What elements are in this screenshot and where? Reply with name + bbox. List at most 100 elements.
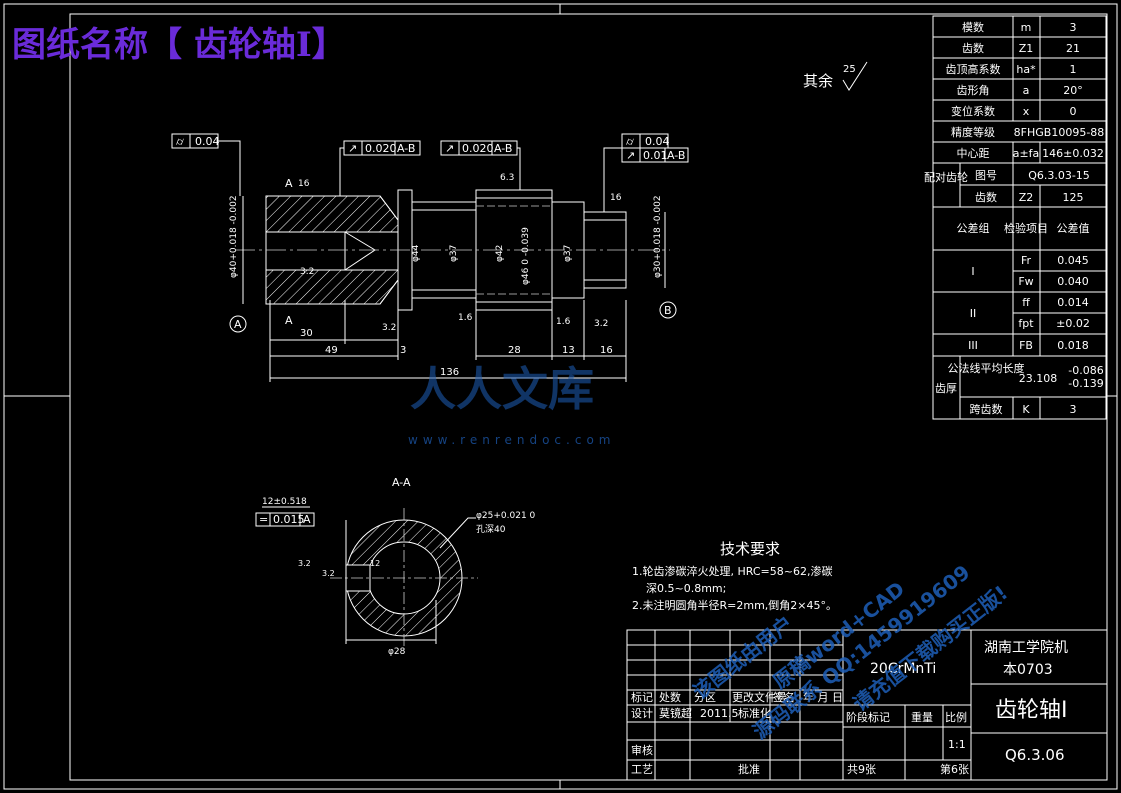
tol-group: II: [970, 307, 977, 320]
approve-label: 批准: [738, 762, 760, 776]
watermark-brand: 人人文库: [410, 362, 594, 416]
roughness-4: 16: [610, 193, 622, 203]
h-doc: 更改文件号: [732, 690, 787, 704]
tech-title: 技术要求: [720, 540, 780, 558]
mating-drawing-no: Q6.3.03-15: [1028, 169, 1090, 182]
tooth-side-label: 齿厚: [935, 382, 957, 395]
tol-value: 0.014: [1057, 296, 1089, 309]
section-mark-top: A: [285, 177, 293, 190]
sym-tol-ref: A: [303, 513, 311, 526]
tech-line-3: 2.未注明圆角半径R=2mm,倒角2×45°。: [632, 598, 837, 612]
dim-d37-left: φ37: [449, 245, 459, 262]
roughness-7: 3.2: [594, 319, 608, 329]
tooth-wk-value: 23.108: [1019, 372, 1058, 385]
param-sym: Z1: [1019, 42, 1034, 55]
tol-item: Fw: [1018, 275, 1033, 288]
tech-line-1: 1.轮齿渗碳淬火处理, HRC=58~62,渗碳: [632, 564, 832, 578]
svg-text:A: A: [234, 318, 242, 331]
bore-dim: φ25+0.021 0: [476, 511, 536, 521]
param-val: 146±0.032: [1042, 147, 1104, 160]
mating-label: 配对齿轮: [924, 170, 968, 184]
svg-text:↗: ↗: [626, 149, 635, 162]
tol-item: ff: [1022, 296, 1030, 309]
leader-3: [517, 147, 521, 190]
svg-text:0.020: 0.020: [462, 142, 494, 155]
sym-tol-value: 0.015: [273, 513, 305, 526]
svg-text:0.020: 0.020: [365, 142, 397, 155]
tech-line-2: 深0.5~0.8mm;: [646, 582, 726, 595]
mating-teeth-label: 齿数: [975, 191, 997, 204]
process-label: 工艺: [631, 763, 653, 776]
roughness-6: 1.6: [556, 317, 571, 327]
param-name: 中心距: [957, 147, 990, 160]
tol-item: fpt: [1018, 317, 1034, 330]
roughness-1: 16: [298, 179, 310, 189]
param-sym: a: [1023, 84, 1030, 97]
tooth-k-val: 3: [1070, 403, 1077, 416]
tol-frame-4: ⌭ 0.04: [621, 133, 670, 149]
section-mark-bottom: A: [285, 314, 293, 327]
tol-col-item: 检验项目: [1004, 221, 1048, 235]
leader-1: [218, 140, 241, 196]
param-val: 1: [1070, 63, 1077, 76]
dim-d37-right: φ37: [563, 245, 573, 262]
mating-teeth-val: 125: [1063, 191, 1084, 204]
param-name: 模数: [962, 21, 984, 34]
svg-text:0.04: 0.04: [645, 135, 670, 148]
design-label: 设计: [631, 707, 653, 720]
design-date: 2011.5: [700, 707, 739, 720]
tol-value: 0.045: [1057, 254, 1089, 267]
dim-d30: φ30+0.018 -0.002: [653, 195, 663, 278]
param-sym: x: [1023, 105, 1030, 118]
section-title: A-A: [392, 476, 411, 489]
watermark: 人人文库 www.renrendoc.com 该图纸由用户 原稿word+CAD…: [408, 362, 1012, 744]
param-val: 8FHGB10095-88: [1014, 126, 1105, 139]
tol-frame-1: ⌭ 0.04: [171, 133, 220, 149]
tol-value: 0.018: [1057, 339, 1089, 352]
tooth-k-sym: K: [1022, 403, 1030, 416]
tol-col-value: 公差值: [1057, 221, 1090, 235]
tol-value: ±0.02: [1056, 317, 1090, 330]
shaft-main-view: [235, 189, 670, 311]
dim-16: 16: [600, 345, 613, 356]
dim-13: 13: [562, 345, 575, 356]
weight-label: 重量: [911, 710, 933, 724]
h-sign: 签名: [773, 690, 795, 704]
svg-text:A-B: A-B: [397, 142, 415, 155]
h-zone: 分区: [694, 691, 716, 704]
material: 20CrMnTi: [870, 661, 936, 677]
designer: 莫镜超: [659, 706, 692, 720]
tol-frame-2: ↗ 0.020 A-B: [343, 140, 421, 156]
section-roughness-2: 3.2: [322, 569, 335, 578]
param-val: 3: [1070, 21, 1077, 34]
tooth-wk-tol-upper: -0.086: [1068, 364, 1103, 377]
roughness-note-label: 其余: [803, 72, 833, 90]
sym-tol-frame: [255, 512, 315, 527]
datum-b: [659, 301, 677, 319]
drawing-code: Q6.3.06: [1005, 746, 1065, 764]
svg-text:A-B: A-B: [667, 149, 685, 162]
title-block: [626, 629, 1108, 781]
tooth-wk-tol-lower: -0.139: [1068, 377, 1103, 390]
svg-text:⌭: ⌭: [176, 135, 184, 148]
tooth-k-label: 跨齿数: [970, 403, 1003, 416]
scale: 1:1: [948, 738, 966, 751]
svg-text:=: =: [259, 513, 268, 526]
tol-frame-3: ↗ 0.020 A-B: [440, 140, 518, 156]
bore-note: 孔深40: [476, 524, 506, 535]
svg-text:↗: ↗: [348, 142, 357, 155]
leader-2: [339, 147, 344, 196]
svg-text:B: B: [664, 304, 672, 317]
param-sym: ha*: [1016, 63, 1036, 76]
dim-d42: φ42: [495, 245, 505, 262]
tol-group: I: [971, 265, 974, 278]
dim-d46: φ46 0 -0.039: [521, 227, 531, 285]
inner-border: [69, 13, 1108, 781]
tooth-wk-label: 公法线平均长度: [948, 361, 1025, 375]
dim-28: 28: [508, 345, 521, 356]
mating-teeth-sym: Z2: [1019, 191, 1034, 204]
tol-col-group: 公差组: [957, 221, 990, 235]
roughness-8: 1.6: [458, 313, 473, 323]
dim-d44: φ44: [411, 244, 421, 262]
